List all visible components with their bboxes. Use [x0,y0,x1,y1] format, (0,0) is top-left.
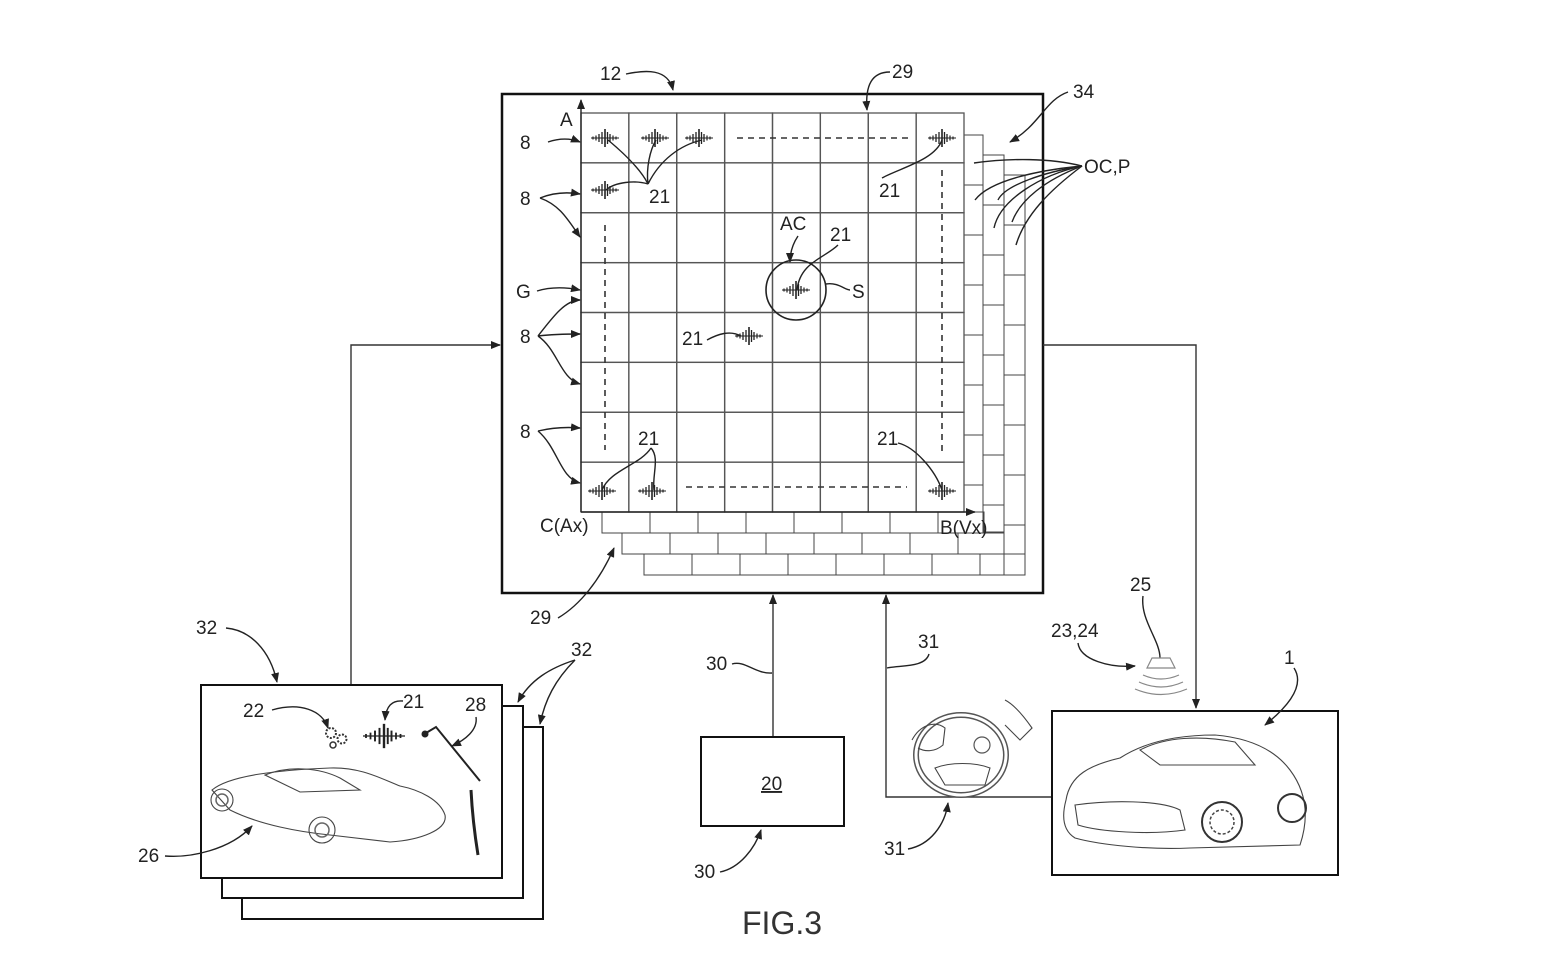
control-signal-leader [731,662,773,674]
card-leader-3 [537,659,576,725]
control-signal-label: 30 [706,654,727,675]
row-marker-label: 8 [520,327,531,348]
grid-ref-label-top: 29 [892,62,913,83]
driver-input-ref-leader [907,802,951,850]
control-unit-box[interactable] [700,736,845,827]
card-sound-leader [381,700,404,721]
control-unit-ref-label: 30 [694,862,715,883]
car-sketch-ref-label: 26 [138,846,159,867]
sound-sample-label: 21 [638,429,659,450]
microphone-icon [421,725,481,856]
sound-sample-label: 21 [830,225,851,246]
sound-sample-label: 21 [879,181,900,202]
speaker-ref-label: 23,24 [1051,621,1099,642]
sound-sample-card-label: 21 [403,692,424,713]
gears-icon [325,727,348,749]
row-marker-label: 8 [520,189,531,210]
axis-b-label: B(Vx) [940,518,988,539]
speaker-label: 25 [1130,575,1151,596]
grid-ref-label-bottom: 29 [530,608,551,629]
axis-a-label: A [560,110,573,131]
control-unit-label: 20 [761,774,782,795]
vehicle-leader [1264,667,1299,726]
driver-input-ref-label: 31 [884,839,905,860]
row-marker-label: 8 [520,133,531,154]
layer-brick-lines [649,184,1025,575]
sound-sample-label: 21 [649,187,670,208]
grid-top-leader [862,71,891,111]
database-card-ref-label: 32 [196,618,217,639]
active-cell-label: AC [780,214,806,235]
card-leader [225,627,279,683]
gear-leader [271,706,329,729]
active-cell-circle[interactable] [765,259,827,321]
speaker-ref-leader [1077,642,1136,671]
grid-bottom-leader [557,547,615,619]
car-icon [1063,734,1307,849]
driver-input-leader [886,653,930,669]
axis-c-label: C(Ax) [540,516,589,537]
speaker-icon [1134,657,1188,696]
gear-ref-label: 22 [243,701,264,722]
car-sketch-icon [210,767,446,844]
layers-ref-label: 34 [1073,82,1095,103]
operating-conditions-label: OC,P [1084,157,1130,178]
map-ref-label: 12 [600,64,621,85]
speaker-leader [1142,595,1161,659]
card-leader-2 [517,659,576,703]
leader-lines-grid [536,91,1083,491]
database-card-front[interactable] [200,684,503,879]
mic-leader [451,716,477,747]
control-unit-ref-leader [719,829,762,873]
vehicle-ref-label: 1 [1284,648,1295,669]
steering-wheel-icon [911,699,1033,798]
selection-label: S [852,282,865,303]
sound-sample-label: 21 [877,429,898,450]
gear-label: G [516,282,531,303]
figure-title: FIG.3 [742,905,822,941]
database-card-ref-label-2: 32 [571,640,592,661]
map-leader [625,70,675,91]
row-marker-label: 8 [520,422,531,443]
car-sketch-leader [164,825,253,857]
sound-sample-label: 21 [682,329,703,350]
microphone-ref-label: 28 [465,695,486,716]
connection-lines [350,341,1200,798]
driver-input-label: 31 [918,632,939,653]
